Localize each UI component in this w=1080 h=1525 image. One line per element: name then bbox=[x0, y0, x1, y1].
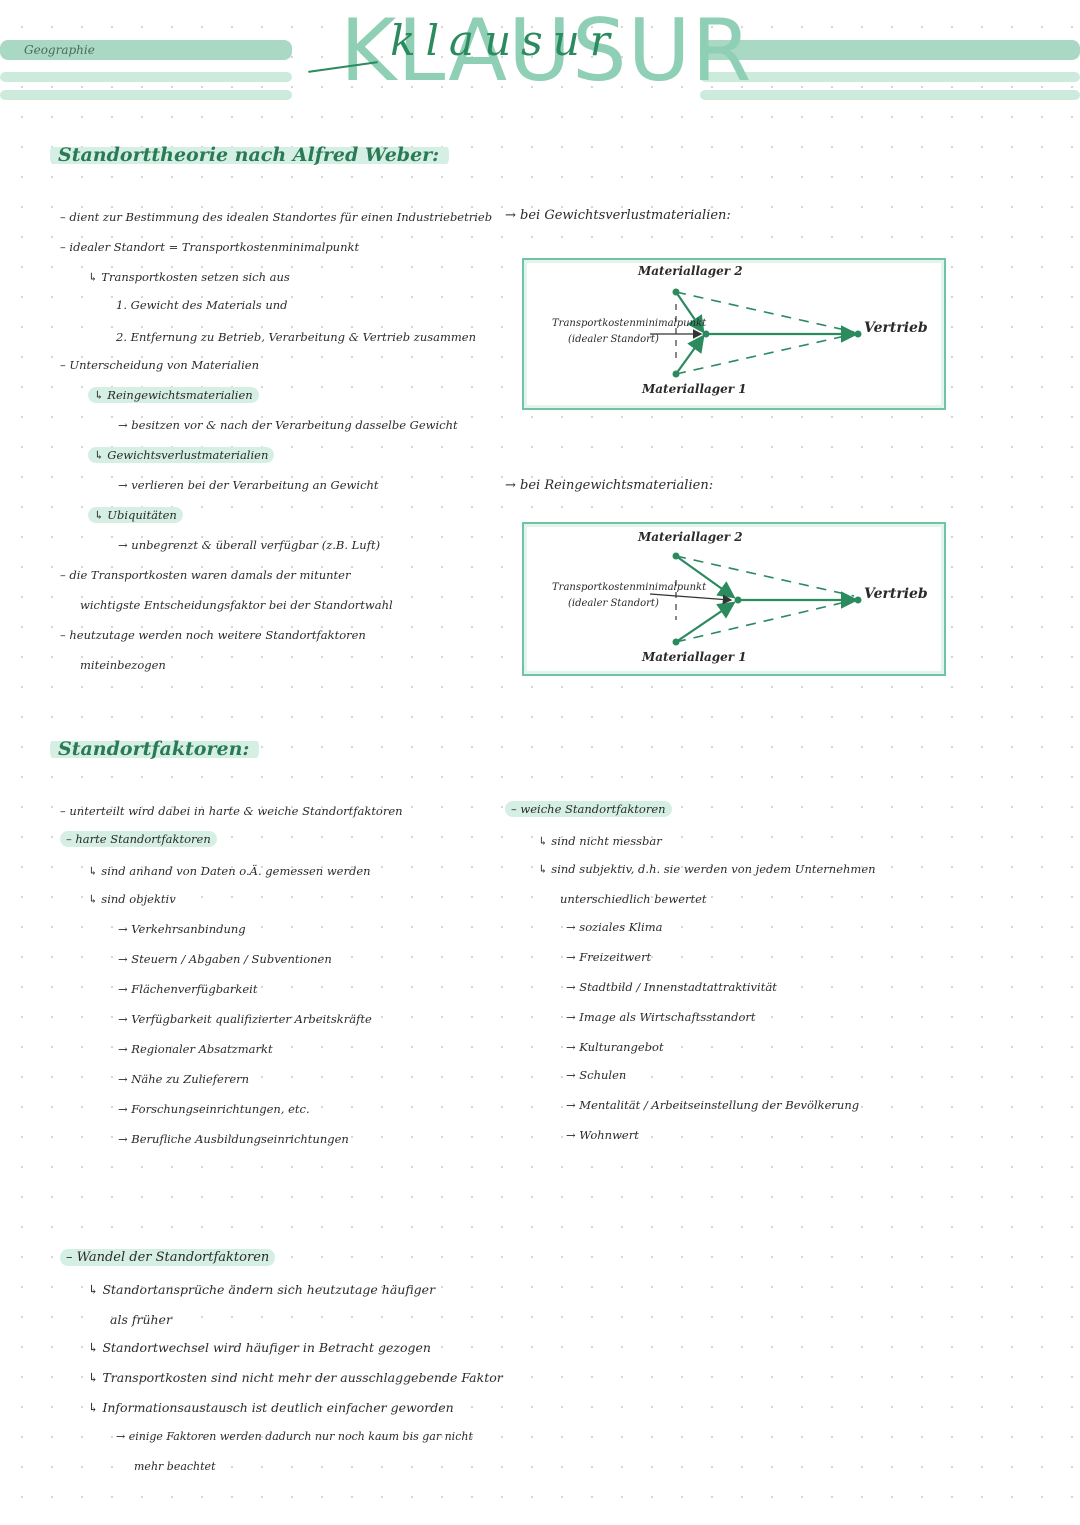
diagram2-left-label-2: (idealer Standort) bbox=[568, 598, 659, 609]
dashed-line bbox=[675, 333, 855, 375]
diagram2-left-label-1: Transportkostenminimalpunkt bbox=[552, 582, 707, 593]
list-item: → Berufliche Ausbildungseinrichtungen bbox=[118, 1132, 349, 1146]
flow-arrow bbox=[675, 334, 705, 375]
dashed-line bbox=[675, 555, 855, 597]
list-item: ↳ Standortwechsel wird häufiger in Betra… bbox=[88, 1340, 431, 1355]
list-item: → Image als Wirtschaftsstandort bbox=[566, 1010, 756, 1024]
list-item: → Freizeitwert bbox=[566, 950, 652, 964]
list-item: – idealer Standort = Transportkostenmini… bbox=[60, 240, 360, 254]
list-item: → Verkehrsanbindung bbox=[118, 922, 246, 936]
highlighted-term: – harte Standortfaktoren bbox=[60, 831, 217, 847]
list-item: – Wandel der Standortfaktoren bbox=[60, 1249, 276, 1266]
list-item: ↳ Gewichtsverlustmaterialien bbox=[88, 447, 275, 463]
list-item: – unterteilt wird dabei in harte & weich… bbox=[60, 804, 403, 818]
diagram2-svg bbox=[649, 552, 862, 646]
flow-arrow bbox=[675, 601, 736, 643]
list-item: – weiche Standortfaktoren bbox=[505, 801, 672, 817]
highlighted-term: ↳ Reingewichtsmaterialien bbox=[88, 387, 259, 403]
diagram1-caption: → bei Gewichtsverlustmaterialien: bbox=[505, 208, 731, 223]
highlighted-term: – Wandel der Standortfaktoren bbox=[60, 1249, 276, 1266]
node-dot bbox=[672, 638, 680, 646]
list-item: → Mentalität / Arbeitseinstellung der Be… bbox=[566, 1098, 860, 1112]
list-item: → Stadtbild / Innenstadtattraktivität bbox=[566, 980, 777, 994]
diagram2-caption: → bei Reingewichtsmaterialien: bbox=[505, 478, 714, 493]
list-item: – dient zur Bestimmung des idealen Stand… bbox=[60, 210, 493, 224]
page-title-script: klausur bbox=[390, 16, 620, 65]
list-item: → Steuern / Abgaben / Subventionen bbox=[118, 952, 332, 966]
node-dot bbox=[672, 288, 680, 296]
list-item: → Schulen bbox=[566, 1068, 627, 1082]
list-item: → Verfügbarkeit qualifizierter Arbeitskr… bbox=[118, 1012, 372, 1026]
list-item: ↳ Informationsaustausch ist deutlich ein… bbox=[88, 1400, 454, 1415]
list-item: ↳ Transportkosten setzen sich aus bbox=[88, 270, 290, 284]
dashed-line bbox=[675, 599, 855, 643]
flow-arrow bbox=[675, 291, 705, 334]
list-item: ↳ Ubiquitäten bbox=[88, 507, 183, 523]
list-item: mehr beachtet bbox=[134, 1460, 216, 1473]
highlighted-term: – weiche Standortfaktoren bbox=[505, 801, 672, 817]
list-item: unterschiedlich bewertet bbox=[560, 892, 707, 906]
highlighted-term: ↳ Gewichtsverlustmaterialien bbox=[88, 447, 275, 463]
list-item: → Nähe zu Zulieferern bbox=[118, 1072, 250, 1086]
list-item: → verlieren bei der Verarbeitung an Gewi… bbox=[118, 478, 379, 492]
list-item: 2. Entfernung zu Betrieb, Verarbeitung &… bbox=[116, 330, 477, 344]
diagram-reingewicht: Materiallager 2 Materiallager 1 Transpor… bbox=[522, 522, 946, 676]
highlighted-term: ↳ Ubiquitäten bbox=[88, 507, 183, 523]
diagram1-svg bbox=[650, 288, 862, 378]
list-item: → unbegrenzt & überall verfügbar (z.B. L… bbox=[118, 538, 381, 552]
list-item: ↳ sind objektiv bbox=[88, 892, 176, 906]
list-item: ↳ Reingewichtsmaterialien bbox=[88, 387, 259, 403]
pointer-arrow bbox=[649, 593, 733, 605]
diagram1-top-label: Materiallager 2 bbox=[638, 264, 743, 278]
diagram1-bottom-label: Materiallager 1 bbox=[642, 382, 747, 396]
header-band-left-3 bbox=[0, 90, 292, 100]
node-dot bbox=[854, 596, 862, 604]
list-item: → Wohnwert bbox=[566, 1128, 639, 1142]
list-item: als früher bbox=[110, 1312, 172, 1327]
section-heading-standorttheorie: Standorttheorie nach Alfred Weber: bbox=[50, 142, 450, 168]
list-item: → Forschungseinrichtungen, etc. bbox=[118, 1102, 310, 1116]
list-item: 1. Gewicht des Materials und bbox=[116, 298, 288, 312]
node-dot bbox=[672, 552, 680, 560]
diagram-gewichtsverlust: Materiallager 2 Materiallager 1 Transpor… bbox=[522, 258, 946, 410]
list-item: ↳ sind anhand von Daten o.Ä. gemessen we… bbox=[88, 864, 371, 878]
header-band-right-3 bbox=[700, 90, 1080, 100]
diagram1-left-label-2: (idealer Standort) bbox=[568, 334, 659, 345]
list-item: – harte Standortfaktoren bbox=[60, 831, 217, 847]
list-item: ↳ sind subjektiv, d.h. sie werden von je… bbox=[538, 862, 876, 876]
diagram1-right-label: Vertrieb bbox=[864, 320, 928, 336]
node-dot bbox=[672, 370, 680, 378]
list-item: ↳ Standortansprüche ändern sich heutzuta… bbox=[88, 1282, 436, 1297]
page-title: KLAUSUR bbox=[340, 1, 753, 101]
list-item: – die Transportkosten waren damals der m… bbox=[60, 568, 351, 582]
diagram2-bottom-label: Materiallager 1 bbox=[642, 650, 747, 664]
list-item: → besitzen vor & nach der Verarbeitung d… bbox=[118, 418, 458, 432]
list-item: → einige Faktoren werden dadurch nur noc… bbox=[116, 1430, 473, 1443]
header-band-left-2 bbox=[0, 72, 292, 82]
list-item: → soziales Klima bbox=[566, 920, 663, 934]
flow-arrow bbox=[675, 555, 736, 599]
list-item: → Regionaler Absatzmarkt bbox=[118, 1042, 273, 1056]
list-item: → Flächenverfügbarkeit bbox=[118, 982, 258, 996]
diagram1-left-label-1: Transportkostenminimalpunkt bbox=[552, 318, 707, 329]
header-band-right-2 bbox=[700, 72, 1080, 82]
node-dot bbox=[734, 596, 742, 604]
list-item: wichtigste Entscheidungsfaktor bei der S… bbox=[80, 598, 393, 612]
list-item: ↳ Transportkosten sind nicht mehr der au… bbox=[88, 1370, 503, 1385]
list-item: ↳ sind nicht messbar bbox=[538, 834, 662, 848]
list-item: – heutzutage werden noch weitere Standor… bbox=[60, 628, 366, 642]
list-item: – Unterscheidung von Materialien bbox=[60, 358, 259, 372]
node-dot bbox=[854, 330, 862, 338]
header-band-right-1 bbox=[700, 40, 1080, 60]
diagram2-right-label: Vertrieb bbox=[864, 586, 928, 602]
diagram2-top-label: Materiallager 2 bbox=[638, 530, 743, 544]
node-dot bbox=[702, 330, 710, 338]
section-heading-standortfaktoren: Standortfaktoren: bbox=[50, 736, 260, 762]
list-item: miteinbezogen bbox=[80, 658, 166, 672]
subject-label: Geographie bbox=[24, 43, 95, 57]
header-band-left-1 bbox=[0, 40, 292, 60]
list-item: → Kulturangebot bbox=[566, 1040, 664, 1054]
dashed-line bbox=[675, 291, 855, 333]
